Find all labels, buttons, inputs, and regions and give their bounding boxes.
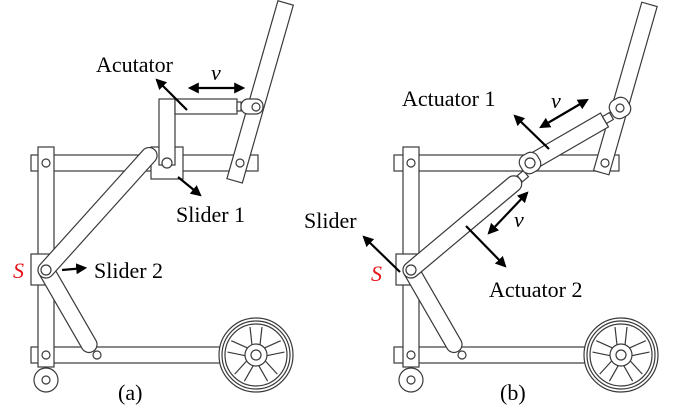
actuator-label: Acutator	[96, 52, 174, 77]
pin	[41, 375, 51, 385]
pin	[615, 103, 625, 113]
actuator-1-rod	[601, 111, 615, 125]
slider-1-label: Slider 1	[176, 202, 245, 227]
bottom-rail	[30, 346, 224, 364]
bottom-rail	[393, 346, 590, 364]
pin	[406, 375, 416, 385]
actuator-1-arrow	[513, 114, 550, 150]
backrest	[226, 0, 295, 184]
actuator-1-label: Actuator 1	[402, 86, 495, 111]
caption-a: (a)	[118, 380, 142, 405]
pin	[92, 350, 102, 360]
velocity-2-label: v	[514, 207, 524, 232]
slider-arrow	[362, 235, 401, 273]
velocity-1-label: v	[551, 88, 561, 113]
actuator-2-arrow	[465, 225, 507, 268]
actuator-arrow	[155, 78, 188, 111]
slider-2-label: Slider 2	[94, 258, 163, 283]
pin	[406, 158, 416, 168]
wheel	[218, 317, 294, 393]
backrest	[592, 1, 658, 176]
pin	[235, 158, 245, 168]
pin	[457, 350, 467, 360]
panel-a: Acutator v Slider 1 Slider 2 S (a)	[13, 0, 295, 405]
pin	[41, 350, 51, 360]
main-link	[37, 146, 158, 279]
pin	[600, 158, 610, 168]
velocity-label: v	[211, 60, 221, 85]
actuator-2-label: Actuator 2	[489, 277, 582, 302]
slider-2-arrow	[61, 263, 88, 275]
pin	[524, 157, 536, 169]
panel-b: Actuator 1 v v Actuator 2 Slider S (b)	[304, 1, 659, 405]
pin	[405, 264, 417, 276]
top-rail	[393, 154, 620, 172]
pin	[161, 157, 173, 169]
actuator-arm	[158, 98, 176, 166]
s-point-label: S	[371, 261, 382, 286]
caption-b: (b)	[500, 380, 526, 405]
pin	[406, 350, 416, 360]
wheel	[583, 317, 659, 393]
pin	[41, 158, 51, 168]
s-point-label: S	[13, 258, 24, 283]
slider-label: Slider	[304, 208, 357, 233]
velocity-2-arrow	[487, 191, 529, 235]
slider-1-arrow	[177, 176, 202, 197]
velocity-1-arrow	[539, 98, 589, 129]
pin	[40, 264, 52, 276]
pin	[251, 102, 261, 112]
